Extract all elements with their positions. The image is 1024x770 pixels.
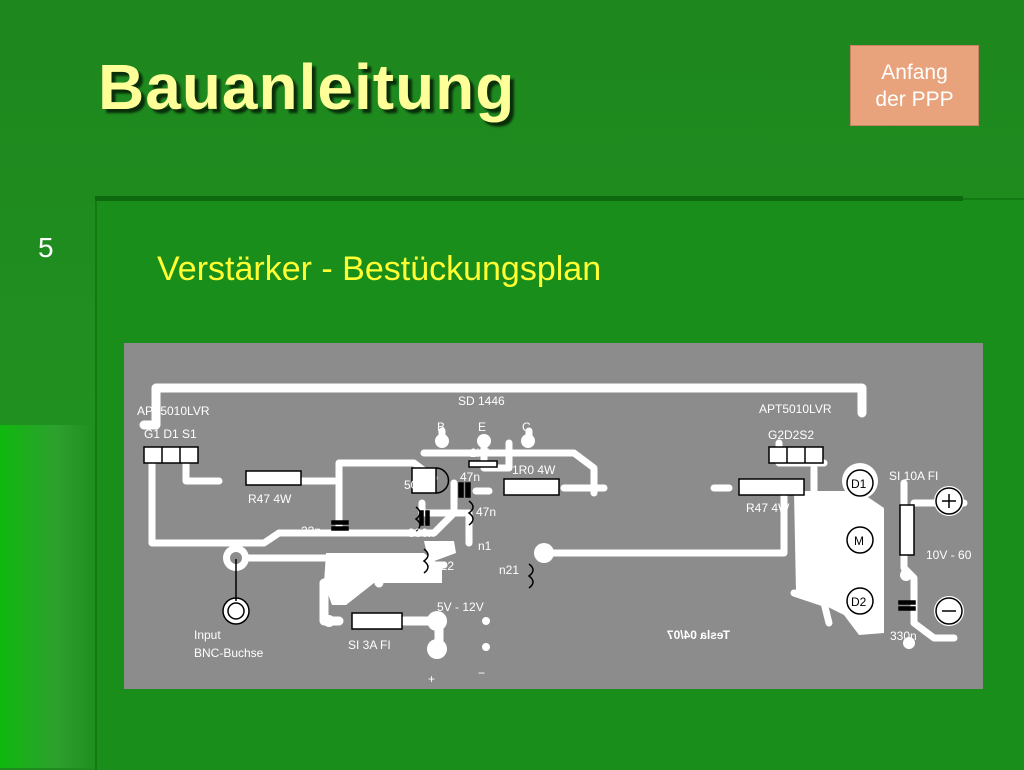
- cap-47n-mid-label: 47n: [476, 505, 496, 519]
- res-r47-right-label: R47 4W: [746, 501, 790, 515]
- pcb-components: [143, 446, 963, 630]
- input-label-line-2: BNC-Buchse: [194, 646, 264, 660]
- slide-subtitle: Verstärker - Bestückungsplan: [157, 250, 602, 288]
- cap-330n-left-label: 330n: [408, 526, 435, 540]
- pin-c-label: C: [522, 420, 531, 434]
- cap-22n-label: 22n: [301, 524, 321, 538]
- inductor-n21-label: n21: [499, 563, 519, 577]
- mirrored-board-text: Tesla 04/07: [667, 628, 730, 642]
- pin-b-label: B: [437, 420, 445, 434]
- fuse-left-label: SI 3A FI: [348, 638, 391, 652]
- slide-number: 5: [38, 232, 54, 263]
- cap-47n-top-label: 47n: [460, 470, 480, 484]
- voltage-input-label: 5V - 12V: [437, 600, 484, 614]
- start-link-line-1: Anfang: [881, 60, 948, 84]
- left-transistor-pins: G1 D1 S1: [144, 427, 197, 441]
- slide-title: Bauanleitung: [98, 51, 516, 123]
- diode-d1-label: D1: [851, 477, 867, 491]
- right-transistor-label: APT5010LVR: [759, 402, 832, 416]
- start-link-line-2: der PPP: [875, 87, 954, 111]
- pin-e-label: E: [478, 420, 486, 434]
- supply-plus-label: +: [428, 672, 435, 686]
- cap-330n-right-label: 330n: [890, 629, 917, 643]
- start-link-button[interactable]: Anfang der PPP: [850, 45, 979, 126]
- res-1r0-label: 1R0 4W: [512, 463, 556, 477]
- cap-2k7-label: 2k7: [470, 446, 490, 460]
- res-r47-left-label: R47 4W: [248, 492, 292, 506]
- right-transistor-pins: G2D2S2: [768, 428, 814, 442]
- supply-minus-label: −: [478, 666, 485, 680]
- left-transistor-label: APT5010LVR: [137, 404, 210, 418]
- fuse-right-label: SI 10A FI: [889, 469, 938, 483]
- header-divider: [95, 196, 963, 201]
- input-label-line-1: Input: [194, 628, 221, 642]
- pcb-layout-diagram: SD 1446 APT5010LVR G1 D1 S1 APT5010LVR G…: [124, 343, 983, 689]
- inductor-n22-label: n22: [434, 559, 454, 573]
- board-label: SD 1446: [458, 394, 505, 408]
- diode-d2-label: D2: [851, 595, 867, 609]
- motor-label: M: [854, 534, 864, 548]
- voltage-output-label: 10V - 60: [926, 548, 972, 562]
- left-accent-band: [0, 425, 95, 768]
- res-500r-label: 500R: [404, 478, 433, 492]
- inductor-n1-label: n1: [478, 539, 492, 553]
